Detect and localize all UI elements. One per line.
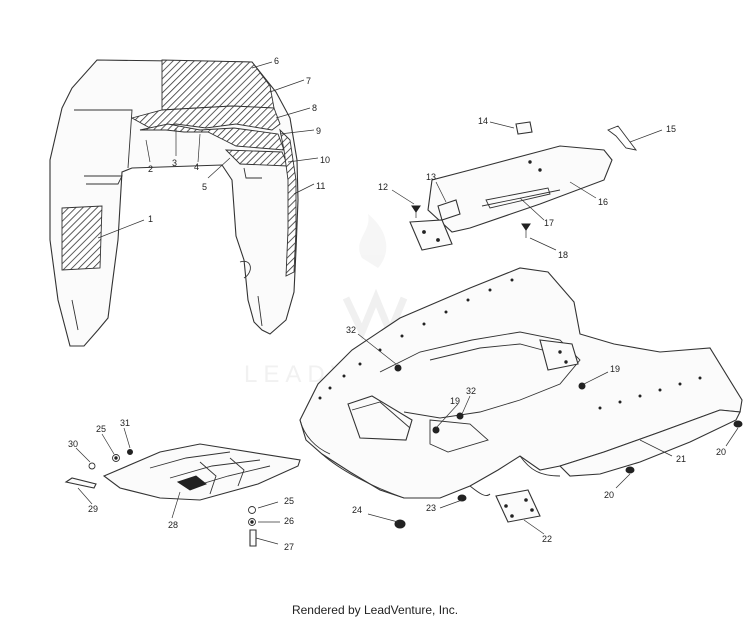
callout-10: 10 [320,155,330,165]
callout-labels: 1 2 3 4 5 6 7 8 9 10 11 12 13 14 15 16 1… [68,56,726,552]
mount-bracket [409,219,453,251]
callout-8: 8 [312,103,317,113]
callout-28: 28 [168,520,178,530]
callout-20b: 20 [604,490,614,500]
reinforcement-plate [495,489,541,523]
chassis-leaders [357,333,739,535]
callout-4: 4 [194,162,199,172]
dash-leaders [391,121,663,251]
hood-assembly [49,59,299,347]
callout-23: 23 [426,503,436,513]
callout-6: 6 [274,56,279,66]
hinge-plate [539,339,579,371]
callout-11: 11 [316,181,325,191]
belly-pan-assembly [299,267,743,529]
callout-18: 18 [558,250,568,260]
callout-20a: 20 [716,447,726,457]
callout-1: 1 [148,214,153,224]
callout-5: 5 [202,182,207,192]
callout-25a: 25 [96,424,106,434]
windshield-panel [161,59,275,111]
hood-decal-left [61,205,103,271]
callout-21: 21 [676,454,686,464]
callout-16: 16 [598,197,608,207]
side-panel [558,409,741,477]
callout-22: 22 [542,534,552,544]
callout-14: 14 [478,116,488,126]
fasteners [394,364,743,529]
hood-leaders [97,61,319,239]
clip [515,121,533,135]
callout-26: 26 [284,516,294,526]
callout-32a: 32 [346,325,356,335]
hood-side-strip [279,128,297,277]
callout-25b: 25 [284,496,294,506]
skid-leaders [75,427,280,545]
skid-hardware [64,449,257,547]
callout-12: 12 [378,182,388,192]
rivet-pattern [318,278,702,410]
callout-17: 17 [544,218,554,228]
callout-30: 30 [68,439,78,449]
dash-panel [427,145,613,233]
skid-plate-assembly [64,443,301,547]
callout-13: 13 [426,172,436,182]
dash-label [437,199,461,221]
callout-3: 3 [172,158,177,168]
callout-31: 31 [120,418,130,428]
callout-24: 24 [352,505,362,515]
callout-15: 15 [666,124,676,134]
skid-plate [102,443,301,501]
dash-panel-assembly [409,121,638,251]
callout-7: 7 [306,76,311,86]
callout-29: 29 [88,504,98,514]
footer-credit: Rendered by LeadVenture, Inc. [291,603,459,617]
callout-9: 9 [316,126,321,136]
callout-19a: 19 [610,364,620,374]
callout-19b: 19 [450,396,460,406]
callout-32b: 32 [466,386,476,396]
retainer-wire [607,125,638,151]
callout-27: 27 [284,542,294,552]
callout-2: 2 [148,164,153,174]
